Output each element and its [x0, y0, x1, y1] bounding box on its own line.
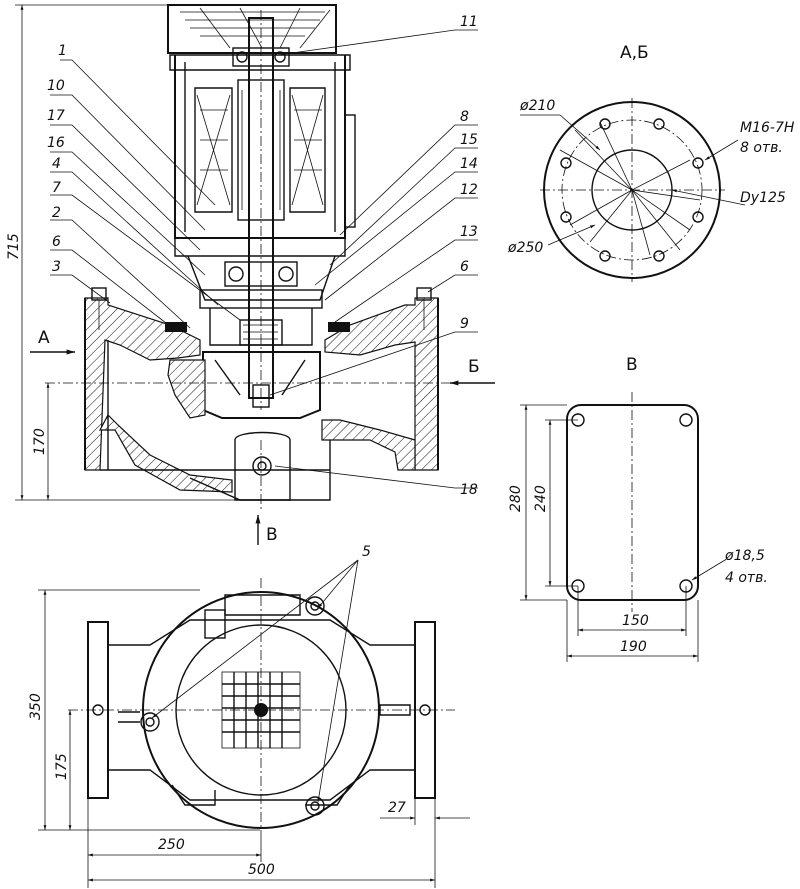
part-6-left: 6 — [52, 234, 61, 250]
section-marker-b: Б — [468, 357, 480, 377]
drain-plug — [252, 456, 272, 476]
rotor — [237, 79, 285, 221]
motor-housing — [174, 55, 346, 239]
dim-175: 175 — [54, 753, 70, 780]
part-17: 17 — [47, 108, 65, 124]
part-6-right: 6 — [460, 259, 469, 275]
part-10: 10 — [47, 78, 65, 94]
part-7: 7 — [52, 180, 61, 196]
dim-150: 150 — [622, 613, 649, 629]
fan-cover — [167, 4, 337, 54]
part-11: 11 — [460, 14, 478, 30]
base-holes-count: 4 отв. — [725, 570, 768, 586]
part-2: 2 — [52, 205, 61, 221]
dim-27: 27 — [388, 800, 406, 816]
flange-holes-count: 8 отв. — [740, 140, 783, 156]
section-marker-a: А — [38, 328, 50, 348]
flange-view: А,Б ø210 M16-7H 8 отв. Dy125 — [507, 43, 795, 282]
dim-280: 280 — [508, 485, 524, 512]
dim-250: 250 — [158, 837, 185, 853]
dim-170: 170 — [32, 428, 48, 455]
part-9: 9 — [460, 316, 469, 332]
base-view-title: В — [626, 355, 638, 375]
part-14: 14 — [460, 156, 478, 172]
part-16: 16 — [47, 135, 65, 151]
view-marker-b: В — [266, 525, 278, 545]
flange-view-title: А,Б — [620, 43, 649, 63]
base-view: В 280 240 ø18,5 4 отв. 150 190 — [508, 355, 768, 662]
base-plate — [566, 404, 699, 601]
part-5: 5 — [362, 544, 371, 560]
dim-350: 350 — [28, 693, 44, 720]
pump-section-view: А Б 1 10 17 16 4 7 2 6 3 11 8 15 14 — [6, 4, 495, 545]
dim-190: 190 — [620, 639, 647, 655]
dim-240: 240 — [533, 485, 549, 512]
flange-thread: M16-7H — [740, 120, 795, 136]
part-4: 4 — [52, 156, 61, 172]
nominal-bore: Dy125 — [740, 190, 786, 206]
plan-view: 5 350 175 27 250 500 — [28, 544, 470, 888]
dim-d210: ø210 — [519, 98, 555, 114]
dim-d250: ø250 — [507, 240, 543, 256]
part-8: 8 — [460, 109, 469, 125]
base-hole-diameter: ø18,5 — [724, 548, 765, 564]
part-18: 18 — [460, 482, 478, 498]
part-15: 15 — [460, 132, 478, 148]
flange-bolt-holes — [560, 118, 704, 262]
part-13: 13 — [460, 224, 478, 240]
dim-715: 715 — [6, 233, 22, 260]
dim-500: 500 — [248, 862, 275, 878]
part-1: 1 — [58, 43, 67, 59]
part-12: 12 — [460, 182, 478, 198]
part-3: 3 — [52, 259, 61, 275]
